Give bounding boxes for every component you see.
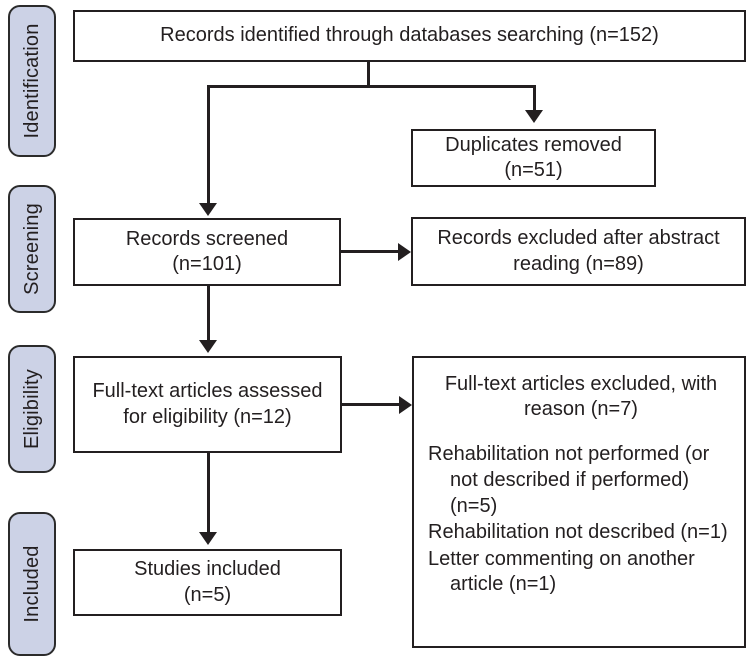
box-duplicates-removed-line2: (n=51) bbox=[504, 159, 563, 181]
box-records-excluded-abstract-line1: Records excluded after abstract bbox=[437, 227, 720, 250]
stage-label-eligibility: Eligibility bbox=[21, 368, 43, 450]
box-fulltext-assessed-line2: for eligibility (n=12) bbox=[123, 405, 292, 428]
box-records-screened-text: Records screened (n=101) bbox=[126, 227, 288, 277]
box-duplicates-removed-line1: Duplicates removed bbox=[445, 133, 622, 156]
box-records-excluded-abstract-line2: reading (n=89) bbox=[513, 252, 644, 275]
box-records-identified-text: Records identified through databases sea… bbox=[160, 24, 659, 47]
box-records-screened-line2: (n=101) bbox=[172, 253, 242, 275]
stage-pill-included: Included bbox=[8, 512, 56, 656]
box-records-screened: Records screened (n=101) bbox=[73, 218, 341, 286]
exclusion-reason-item: Letter commenting on another article (n=… bbox=[428, 547, 695, 596]
connector-screened-to-fulltext bbox=[207, 286, 210, 341]
arrow-down-icon bbox=[199, 203, 217, 216]
connector-split-horizontal bbox=[207, 85, 536, 88]
exclusion-reason-list: Rehabilitation not performed (or not des… bbox=[428, 442, 734, 598]
stage-pill-screening: Screening bbox=[8, 185, 56, 313]
box-duplicates-removed: Duplicates removed (n=51) bbox=[411, 129, 656, 187]
connector-fulltext-to-reasons bbox=[342, 403, 404, 406]
exclusion-reason-item: Rehabilitation not described (n=1) bbox=[428, 521, 728, 544]
stage-label-screening: Screening bbox=[21, 203, 43, 295]
stage-label-identification: Identification bbox=[21, 23, 43, 139]
connector-screened-to-excluded bbox=[341, 250, 403, 253]
box-studies-included-text: Studies included (n=5) bbox=[134, 557, 281, 607]
box-records-excluded-abstract-text: Records excluded after abstract reading … bbox=[437, 226, 719, 276]
box-fulltext-assessed: Full-text articles assessed for eligibil… bbox=[73, 356, 342, 453]
connector-identified-to-duplicates bbox=[533, 85, 536, 111]
arrow-right-icon bbox=[399, 396, 412, 414]
arrow-down-icon bbox=[525, 110, 543, 123]
box-records-excluded-abstract: Records excluded after abstract reading … bbox=[411, 217, 746, 286]
connector-fulltext-to-studies bbox=[207, 453, 210, 533]
connector-identified-to-screened bbox=[207, 85, 210, 205]
arrow-right-icon bbox=[398, 243, 411, 261]
stage-pill-eligibility: Eligibility bbox=[8, 345, 56, 473]
stage-pill-identification: Identification bbox=[8, 5, 56, 157]
box-studies-included: Studies included (n=5) bbox=[73, 549, 342, 616]
box-records-screened-line1: Records screened bbox=[125, 227, 289, 250]
box-fulltext-assessed-text: Full-text articles assessed for eligibil… bbox=[92, 379, 322, 429]
box-duplicates-removed-text: Duplicates removed (n=51) bbox=[445, 133, 622, 183]
connector-identified-stub bbox=[367, 62, 370, 88]
box-fulltext-assessed-line1: Full-text articles assessed bbox=[92, 380, 323, 403]
stage-label-included: Included bbox=[21, 545, 43, 623]
exclusion-reason-item: Rehabilitation not performed (or not des… bbox=[428, 443, 710, 517]
box-fulltext-excluded-heading-line1: Full-text articles excluded, with bbox=[444, 373, 718, 395]
box-studies-included-line1: Studies included bbox=[134, 558, 281, 581]
box-fulltext-excluded-reasons: Full-text articles excluded, with reason… bbox=[412, 356, 746, 648]
arrow-down-icon bbox=[199, 532, 217, 545]
box-records-identified: Records identified through databases sea… bbox=[73, 10, 746, 62]
arrow-down-icon bbox=[199, 340, 217, 353]
box-fulltext-excluded-heading-line2: reason (n=7) bbox=[524, 398, 638, 421]
box-studies-included-line2: (n=5) bbox=[183, 583, 232, 606]
box-fulltext-excluded-heading: Full-text articles excluded, with reason… bbox=[434, 372, 728, 422]
